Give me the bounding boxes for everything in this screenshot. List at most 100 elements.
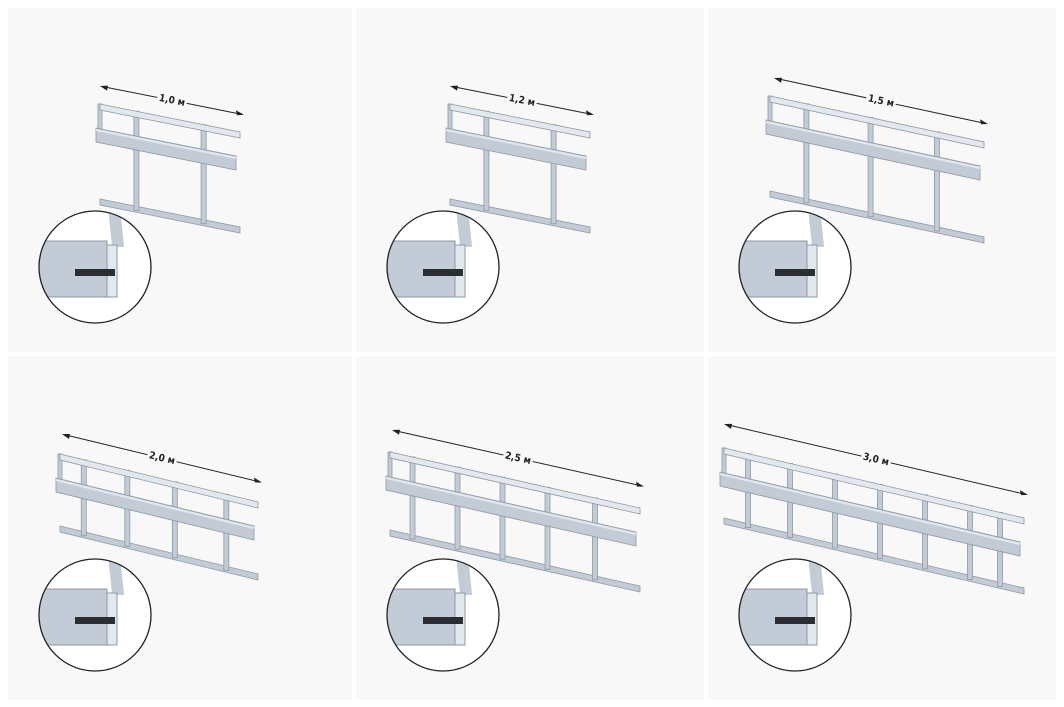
post: [454, 466, 461, 550]
post: [133, 110, 140, 211]
railing-drawing: 3,0 м: [719, 423, 1028, 672]
label-backdrop: [146, 447, 179, 467]
railing-drawing: 2,5 м: [385, 429, 644, 672]
bottom-rail: [59, 525, 259, 581]
top-rail: [769, 95, 985, 149]
slot-detail-magnifier: [738, 210, 852, 324]
detail-circle-outline: [38, 558, 152, 672]
middle-board: [95, 127, 237, 171]
railing-section: [765, 95, 985, 244]
post: [803, 103, 810, 204]
detail-content: [387, 211, 473, 298]
variant-panel-6[interactable]: 3,0 м: [708, 356, 1056, 700]
detail-circle-outline: [738, 210, 852, 324]
slot-detail-magnifier: [386, 558, 500, 672]
post: [934, 131, 940, 232]
arrowhead-left: [724, 423, 732, 429]
detail-slot: [775, 617, 815, 624]
railing-drawing: 1,5 м: [738, 77, 988, 324]
middle-board: [55, 477, 255, 541]
detail-slot: [775, 269, 815, 276]
slot-detail-magnifier: [738, 558, 852, 672]
post: [499, 476, 506, 560]
bottom-rail: [389, 529, 641, 593]
dimension-arrow: 1,5 м: [774, 77, 988, 125]
length-label: 1,0 м: [158, 93, 186, 109]
top-rail: [449, 103, 591, 139]
detail-content: [739, 559, 825, 646]
post: [550, 124, 557, 225]
detail-circle-outline: [386, 210, 500, 324]
arrowhead-right: [636, 481, 644, 487]
length-label: 2,0 м: [148, 450, 176, 467]
post: [200, 124, 207, 225]
arrowhead-right: [980, 119, 988, 125]
post: [867, 117, 874, 218]
detail-circle-outline: [386, 558, 500, 672]
bottom-rail: [769, 190, 985, 244]
variant-panel-5[interactable]: 2,5 м: [356, 356, 704, 700]
arrowhead-left: [100, 85, 108, 91]
arrowhead-left: [450, 85, 458, 91]
board-highlight: [765, 121, 981, 169]
board-highlight: [445, 129, 587, 159]
length-label: 1,5 м: [867, 93, 895, 109]
post: [544, 486, 551, 570]
arrowhead-left: [774, 77, 782, 83]
post: [409, 456, 416, 540]
arrowhead-right: [236, 110, 244, 116]
dimension-arrow: 1,0 м: [100, 85, 244, 116]
arrowhead-right: [1020, 490, 1028, 496]
dimension-arrow: 1,2 м: [450, 85, 594, 116]
detail-circle-outline: [738, 558, 852, 672]
detail-slot: [423, 269, 463, 276]
length-label: 2,5 м: [504, 450, 532, 467]
board-highlight: [55, 479, 255, 529]
label-backdrop: [156, 90, 189, 109]
label-backdrop: [506, 90, 539, 109]
arrowhead-left: [62, 433, 70, 439]
length-label: 3,0 м: [862, 452, 890, 469]
arrowhead-right: [254, 477, 262, 483]
variant-panel-4[interactable]: 2,0 м: [8, 356, 352, 700]
dimension-arrow: 2,5 м: [392, 429, 644, 487]
railing-section: [95, 103, 241, 234]
arrowhead-left: [392, 429, 400, 435]
board-highlight: [95, 129, 237, 159]
railing-drawing: 1,2 м: [386, 85, 594, 324]
detail-slot: [75, 617, 115, 624]
detail-slot: [75, 269, 115, 276]
top-rail: [99, 103, 241, 139]
slot-detail-magnifier: [386, 210, 500, 324]
label-backdrop: [860, 449, 893, 468]
post: [483, 110, 490, 211]
dimension-arrow: 2,0 м: [62, 433, 262, 483]
middle-board: [765, 119, 981, 181]
railing-section: [719, 447, 1025, 595]
board-highlight: [719, 473, 1021, 545]
railing-drawing: 2,0 м: [38, 433, 262, 672]
top-rail: [59, 453, 259, 509]
board-highlight: [385, 477, 637, 535]
middle-board: [385, 475, 637, 547]
variant-panel-1[interactable]: 1,0 м: [8, 8, 352, 352]
label-backdrop: [502, 448, 535, 467]
middle-board: [445, 127, 587, 171]
detail-content: [739, 211, 825, 298]
label-backdrop: [865, 91, 898, 110]
arrowhead-right: [586, 110, 594, 116]
variant-panel-3[interactable]: 1,5 м: [708, 8, 1056, 352]
railing-section: [55, 453, 259, 581]
slot-detail-magnifier: [38, 558, 152, 672]
length-label: 1,2 м: [508, 93, 536, 109]
railing-section: [445, 103, 591, 234]
top-rail: [723, 447, 1025, 525]
detail-circle-outline: [38, 210, 152, 324]
top-rail: [389, 451, 641, 515]
post: [592, 497, 598, 581]
variant-panel-2[interactable]: 1,2 м: [356, 8, 704, 352]
detail-slot: [423, 617, 463, 624]
railing-section: [385, 451, 641, 593]
slot-detail-magnifier: [38, 210, 152, 324]
